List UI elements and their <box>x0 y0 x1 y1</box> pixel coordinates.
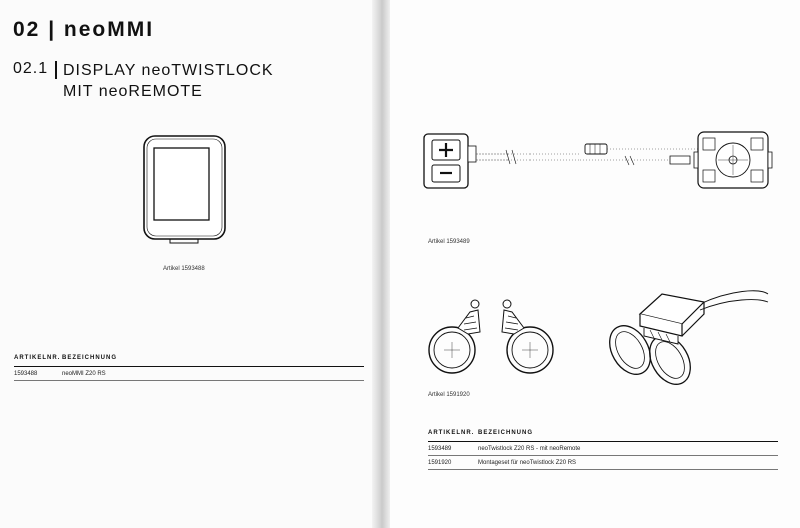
column-header-artikelnr: ARTIKELNR. <box>428 430 478 442</box>
left-article-table: ARTIKELNR. BEZEICHNUNG 1593488 neoMMI Z2… <box>14 355 364 381</box>
twistlock-perspective-drawing <box>609 290 769 385</box>
display-drawing <box>143 135 226 244</box>
column-header-artikelnr: ARTIKELNR. <box>14 355 62 367</box>
table-row: 1593489 neoTwistlock Z20 RS - mit neoRem… <box>428 441 778 456</box>
table-header-row: ARTIKELNR. BEZEICHNUNG <box>14 355 364 367</box>
book-gutter <box>372 0 390 528</box>
subsection-title-line1: DISPLAY neoTWISTLOCK <box>63 62 274 79</box>
column-header-bezeichnung: BEZEICHNUNG <box>478 430 778 442</box>
table-header-row: ARTIKELNR. BEZEICHNUNG <box>428 430 778 442</box>
subsection-divider <box>55 61 57 79</box>
section-title: 02 | neoMMI <box>13 18 155 41</box>
table-row: 1593488 neoMMI Z20 RS <box>14 366 364 381</box>
cell-bezeichnung: neoMMI Z20 RS <box>62 366 364 381</box>
cell-artikelnr: 1593489 <box>428 441 478 456</box>
remote-cable-drawing <box>423 131 773 189</box>
column-header-bezeichnung: BEZEICHNUNG <box>62 355 364 367</box>
cell-bezeichnung: Montageset für neoTwistlock Z20 RS <box>478 455 778 470</box>
cell-artikelnr: 1591920 <box>428 455 478 470</box>
display-caption: Artikel 1593488 <box>163 266 205 272</box>
clamp-caption: Artikel 1591920 <box>428 392 470 398</box>
cell-bezeichnung: neoTwistlock Z20 RS - mit neoRemote <box>478 441 778 456</box>
clamp-pair-drawing <box>428 299 554 374</box>
table-row: 1591920 Montageset für neoTwistlock Z20 … <box>428 455 778 470</box>
subsection-title: DISPLAY neoTWISTLOCK MIT neoREMOTE <box>63 60 274 102</box>
right-article-table: ARTIKELNR. BEZEICHNUNG 1593489 neoTwistl… <box>428 430 778 470</box>
cell-artikelnr: 1593488 <box>14 366 62 381</box>
left-page <box>0 0 378 528</box>
remote-caption: Artikel 1593489 <box>428 239 470 245</box>
subsection-title-line2: MIT neoREMOTE <box>63 83 203 100</box>
subsection-number: 02.1 <box>13 60 49 77</box>
